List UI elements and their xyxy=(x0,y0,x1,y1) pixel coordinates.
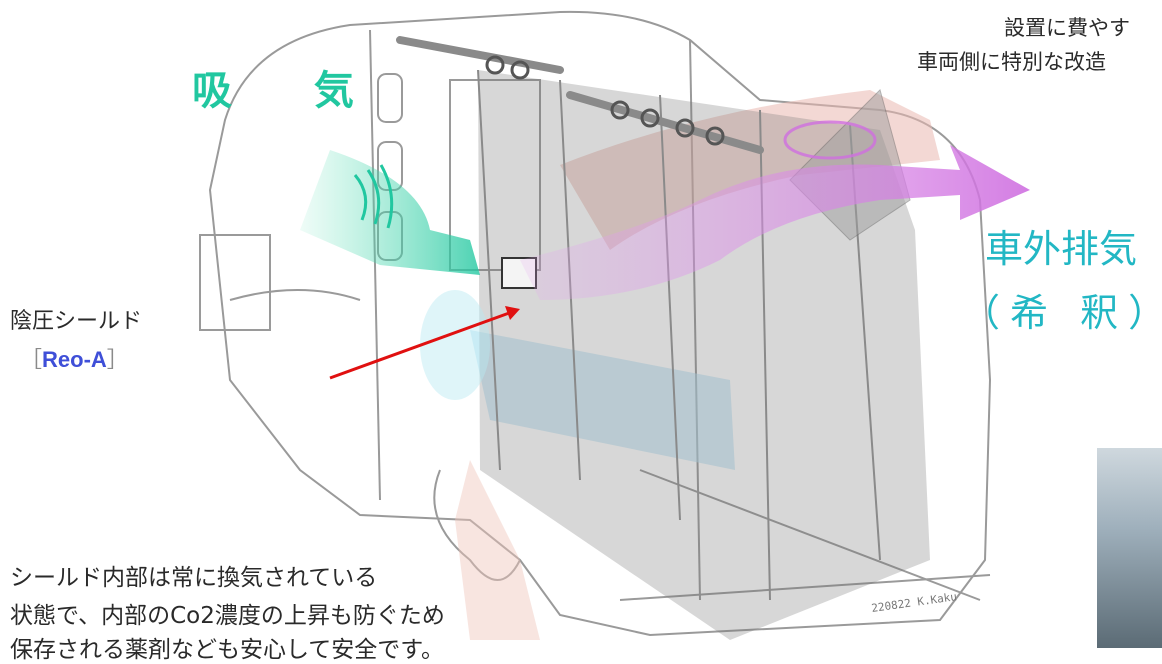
exhaust-label: 車外排気 xyxy=(985,227,1138,271)
product-label: ［Reo-A］ xyxy=(20,342,129,374)
exhaust-airflow-arrow xyxy=(520,120,1030,300)
body-text-line-2: 状態で、内部のCo2濃度の上昇も防ぐため xyxy=(10,603,445,629)
sketch-signature: 220822 K.Kaku xyxy=(871,590,958,615)
van-illustration: 220822 K.Kaku xyxy=(199,10,1030,640)
product-bracket-close: ］ xyxy=(106,348,129,373)
floor-panel xyxy=(470,330,735,470)
body-text-line-3: 保存される薬剤なども安心して安全です。 xyxy=(10,637,445,663)
top-note-line-2: 車両側に特別な改造 xyxy=(917,50,1106,74)
pointer-arrow xyxy=(329,306,520,380)
shield-label: 陰圧シールド xyxy=(10,309,143,334)
product-bracket-open: ［ xyxy=(20,348,43,373)
intake-airflow-arrow xyxy=(300,150,490,400)
vehicle-photo-thumbnail xyxy=(1097,448,1162,648)
dilution-label: （希 釈） xyxy=(962,291,1162,335)
top-note-line-1: 設置に費やす xyxy=(1004,16,1130,40)
product-name: Reo-A xyxy=(42,347,107,372)
intake-label: 吸 気 xyxy=(192,68,388,114)
body-text-line-1: シールド内部は常に換気されている xyxy=(10,565,378,591)
side-panel xyxy=(455,460,540,640)
